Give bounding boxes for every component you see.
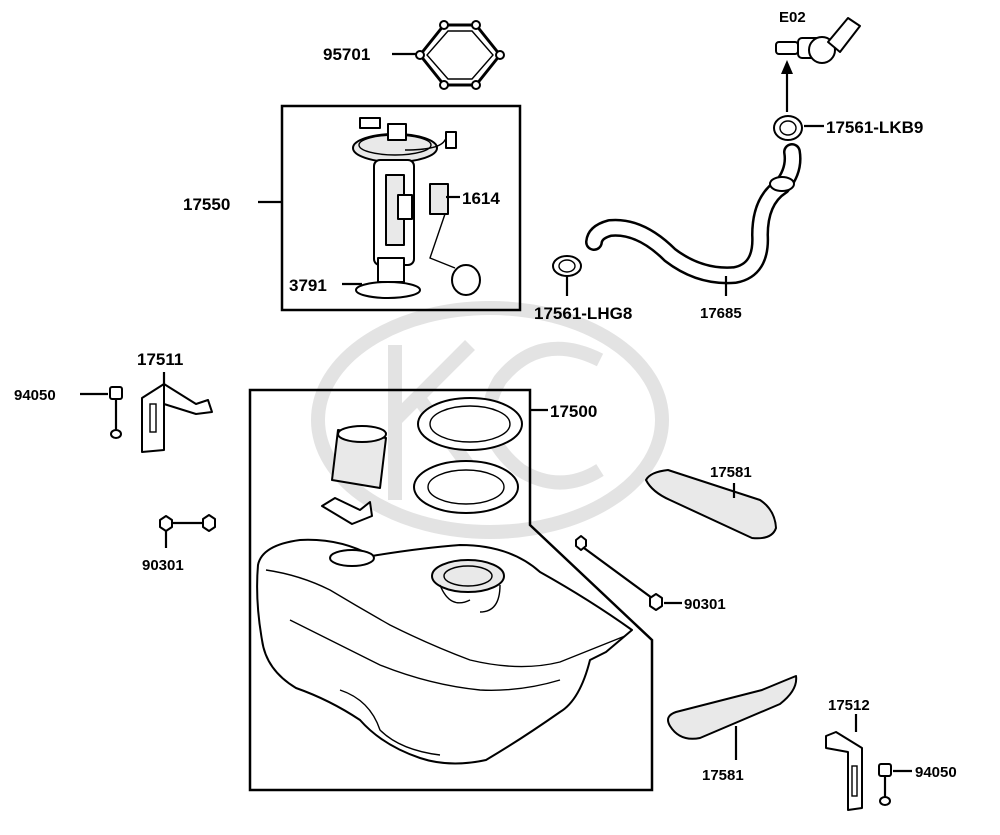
hose-connector-e02-part[interactable] [775,17,861,64]
hose-clamp-lhg8-part[interactable] [552,255,582,277]
label-17511[interactable]: 17511 [137,350,183,369]
pump-retainer-plate-part[interactable] [415,20,505,90]
label-17581-bottom[interactable]: 17581 [702,767,744,784]
label-94050-right[interactable]: 94050 [915,764,957,781]
pump-gasket-upper-part[interactable] [417,397,523,451]
label-17561-lhg8[interactable]: 17561-LHG8 [534,304,632,323]
bolt-94050-right-part[interactable] [878,763,892,806]
nut-90301-left-part[interactable] [159,514,216,532]
fuel-pump-assembly-part[interactable] [352,117,481,299]
pump-gasket-lower-part[interactable] [413,460,519,514]
nut-90301-right-part[interactable] [575,535,663,611]
label-17512[interactable]: 17512 [828,697,870,714]
label-1614[interactable]: 1614 [462,189,500,208]
bolt-94050-left-part[interactable] [109,386,123,439]
label-94050-left[interactable]: 94050 [14,387,56,404]
heat-shield-bottom-part[interactable] [667,675,798,740]
fuel-tank-assembly-box[interactable] [248,388,654,792]
label-17685[interactable]: 17685 [700,305,742,322]
filler-neck-sleeve-part[interactable] [331,425,387,489]
label-90301-left[interactable]: 90301 [142,557,184,574]
fuel-pump-assembly-box[interactable] [280,104,522,312]
label-17561-lkb9[interactable]: 17561-LKB9 [826,118,923,137]
hose-clamp-lkb9-part[interactable] [773,115,803,141]
arrow-to-e02 [781,60,793,112]
retainer-nut-icons [415,20,505,90]
heat-shield-top-part[interactable] [645,469,777,540]
label-17550[interactable]: 17550 [183,195,230,214]
fuel-hose-part[interactable] [585,143,802,285]
label-17500[interactable]: 17500 [550,402,597,421]
filler-cap-bracket-part[interactable] [321,497,373,525]
label-90301-right[interactable]: 90301 [684,596,726,613]
label-3791[interactable]: 3791 [289,276,327,295]
label-95701[interactable]: 95701 [323,45,370,64]
tank-bracket-left-part[interactable] [141,383,213,453]
label-e02[interactable]: E02 [779,9,806,26]
tank-bracket-right-part[interactable] [825,731,863,811]
fuel-tank-body-part[interactable] [256,538,633,765]
label-17581-top[interactable]: 17581 [710,464,752,481]
